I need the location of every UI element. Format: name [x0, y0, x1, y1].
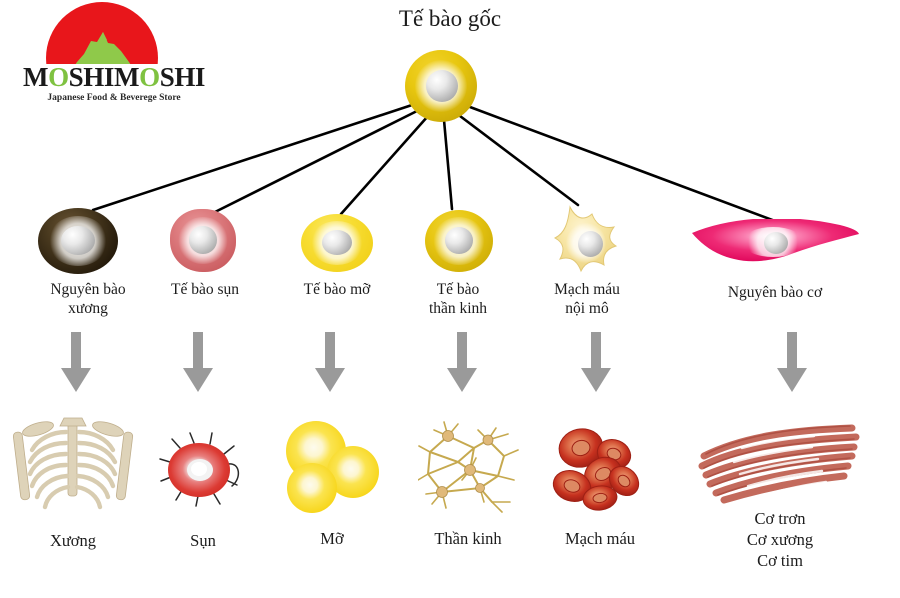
- arrow-adipocyte-to-fat: [315, 332, 345, 392]
- osteoblast-nucleus: [61, 225, 95, 255]
- label-cell-neuron: Tế bào thần kinh: [428, 281, 488, 317]
- page-title: Tế bào gốc: [398, 6, 502, 31]
- cell-neuron-progenitor: [425, 210, 493, 272]
- label-tissue-cartilage: Sụn: [190, 531, 216, 550]
- label-cell-endothelial: Mạch máu nội mô: [554, 281, 620, 317]
- label-cell-osteoblast: Nguyên bào xương: [50, 281, 126, 317]
- arrow-osteoblast-to-bone: [61, 332, 91, 392]
- cell-adipocyte: [301, 214, 373, 272]
- neuron-nucleus: [444, 226, 474, 254]
- connector-neuron: [442, 118, 454, 211]
- tissue-muscle-fibers-icon: [698, 424, 860, 504]
- connector-osteoblast: [91, 103, 414, 212]
- connector-chondrocyte: [211, 108, 421, 215]
- label-tissue-blood-vessel: Mạch máu: [564, 529, 636, 548]
- stem-cell-nucleus: [426, 70, 458, 102]
- endothelial-nucleus: [578, 231, 603, 257]
- arrow-endothelial-to-blood: [581, 332, 611, 392]
- label-tissue-muscle: Cơ trơn Cơ xương Cơ tim: [746, 509, 814, 570]
- green-mountain-icon: [69, 32, 137, 74]
- arrow-chondrocyte-to-cartilage: [183, 332, 213, 392]
- moshimoshi-logo: MOSHIMOSHI Japanese Food & Beverege Stor…: [8, 2, 218, 120]
- label-cell-chondrocyte: Tế bào sụn: [170, 281, 239, 298]
- cell-osteoblast: [38, 208, 118, 274]
- tissue-neural-network-icon: [418, 421, 519, 513]
- logo-tagline: Japanese Food & Beverege Store: [47, 93, 181, 103]
- connector-endothelial: [458, 114, 580, 207]
- label-tissue-nerve: Thần kinh: [434, 529, 502, 548]
- tissue-fat-globules-icon: [286, 421, 379, 513]
- tissue-cartilage-cell-icon: [159, 432, 240, 507]
- arrow-myoblast-to-muscle: [777, 332, 807, 392]
- arrow-neuron-to-nerve: [447, 332, 477, 392]
- logo-wordmark: MOSHIMOSHI: [22, 62, 206, 92]
- stem-cell: [405, 50, 477, 122]
- label-cell-myoblast: Nguyên bào cơ: [727, 284, 823, 301]
- label-tissue-fat: Mỡ: [320, 529, 344, 548]
- label-tissue-bone: Xương: [49, 531, 97, 550]
- chondrocyte-nucleus: [189, 226, 217, 254]
- tissue-skeleton-ribcage-icon: [12, 417, 134, 510]
- cell-chondrocyte: [170, 209, 236, 272]
- tissue-red-blood-cells-icon: [552, 428, 640, 511]
- adipocyte-nucleus: [321, 229, 353, 256]
- cell-endothelial: [544, 205, 628, 279]
- connector-adipocyte: [339, 114, 430, 216]
- myoblast-nucleus: [764, 232, 788, 254]
- cell-myoblast: [690, 218, 860, 265]
- label-cell-adipocyte: Tế bào mỡ: [303, 281, 371, 298]
